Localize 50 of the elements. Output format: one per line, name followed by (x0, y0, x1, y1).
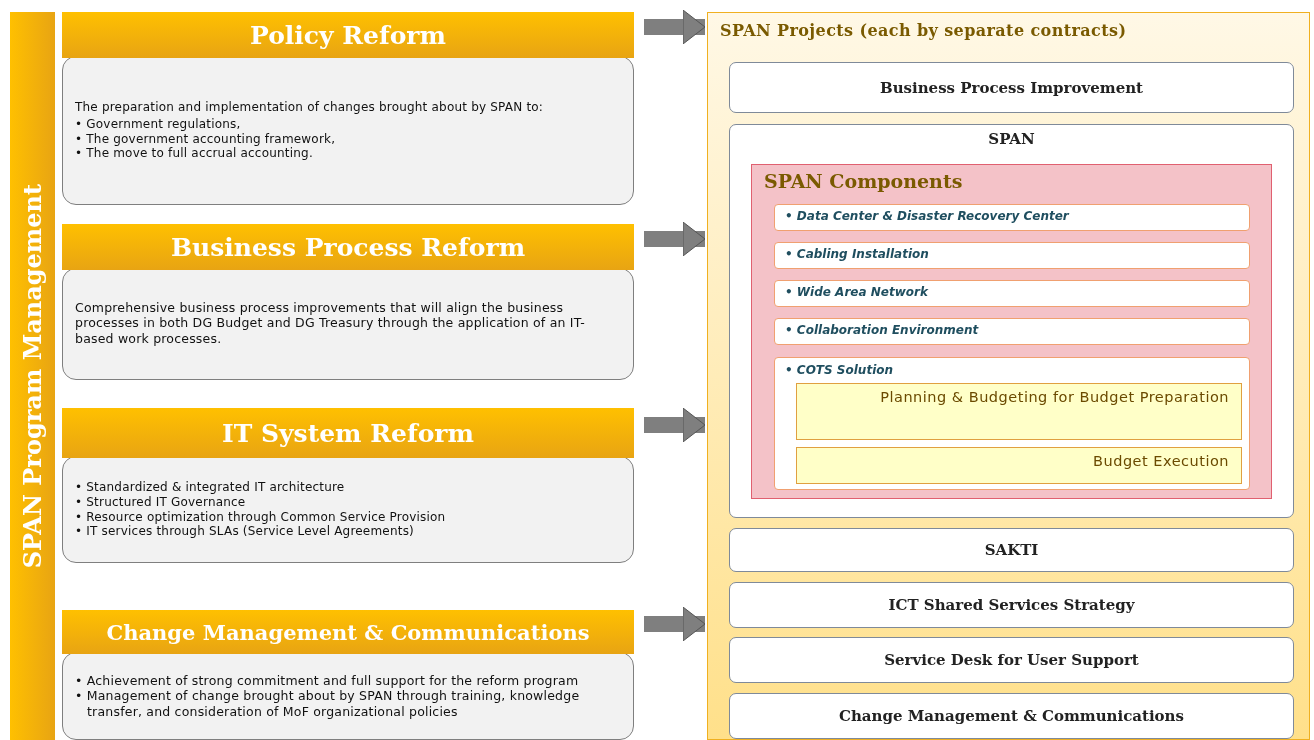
block-arrow (644, 606, 706, 642)
bullet-text: • Management of change brought about by SPAN through training, knowledge transfer, and consideration of MoF organizational policies (75, 688, 581, 719)
project-box (729, 693, 1294, 739)
component-item (774, 280, 1250, 307)
project-box (729, 637, 1294, 683)
panel-heading: SPAN Components (764, 170, 963, 192)
component-name: • Wide Area Network (785, 285, 929, 299)
projects-panel (707, 12, 1310, 740)
components-panel (751, 164, 1272, 499)
project-box (729, 528, 1294, 572)
project-box (729, 582, 1294, 628)
card-header: IT System Reform (62, 408, 634, 458)
component-name: • Collaboration Environment (785, 323, 980, 337)
card-header: Policy Reform (62, 12, 634, 58)
bullet-text: • The government accounting framework, (75, 131, 337, 147)
component-item (774, 357, 1250, 490)
bullet-text: • Structured IT Governance (75, 494, 247, 510)
bullet-text: • IT services through SLAs (Service Level Agreements) (75, 524, 415, 539)
body-text: Comprehensive business process improvements that will align the business processes in both DG Budget and DG Treasury through the application of an IT-based work processes. (75, 300, 587, 346)
block-arrow (644, 9, 706, 45)
component-name: • Data Center & Disaster Recovery Center (785, 209, 1071, 223)
component-item (774, 204, 1250, 231)
banner-title: SPAN Program Management (18, 183, 47, 569)
block-arrow (644, 407, 706, 443)
solution-box (796, 383, 1242, 440)
project-name: Change Management & Communications (839, 707, 1184, 725)
panel-heading: SPAN (988, 130, 1035, 148)
component-item (774, 242, 1250, 269)
component-item (774, 318, 1250, 345)
bullet-text: • Resource optimization through Common Service Provision (75, 509, 447, 525)
bullet-text: • Government regulations, (75, 116, 242, 132)
project-name: Service Desk for User Support (884, 651, 1139, 669)
project-box (729, 62, 1294, 113)
project-name: ICT Shared Services Strategy (888, 596, 1135, 614)
bullet-text: • The move to full accrual accounting. (75, 146, 314, 161)
project-name: SAKTI (984, 541, 1039, 559)
panel-title: SPAN Projects (each by separate contracts) (720, 21, 1127, 40)
side-banner (10, 12, 55, 740)
component-name: • COTS Solution (785, 363, 895, 377)
bullet-text: • Achievement of strong commitment and full support for the reform program (75, 673, 580, 689)
solution-box (796, 447, 1242, 484)
card-header: Change Management & Communications (62, 610, 634, 654)
card-header: Business Process Reform (62, 224, 634, 270)
project-panel (729, 124, 1294, 518)
bullet-text: • Standardized & integrated IT architecture (75, 480, 346, 495)
solution-name: Budget Execution (1093, 453, 1229, 469)
body-text: The preparation and implementation of changes brought about by SPAN to: (75, 100, 545, 115)
solution-name: Planning & Budgeting for Budget Preparation (880, 389, 1229, 405)
component-name: • Cabling Installation (785, 247, 930, 261)
project-name: Business Process Improvement (879, 78, 1144, 97)
